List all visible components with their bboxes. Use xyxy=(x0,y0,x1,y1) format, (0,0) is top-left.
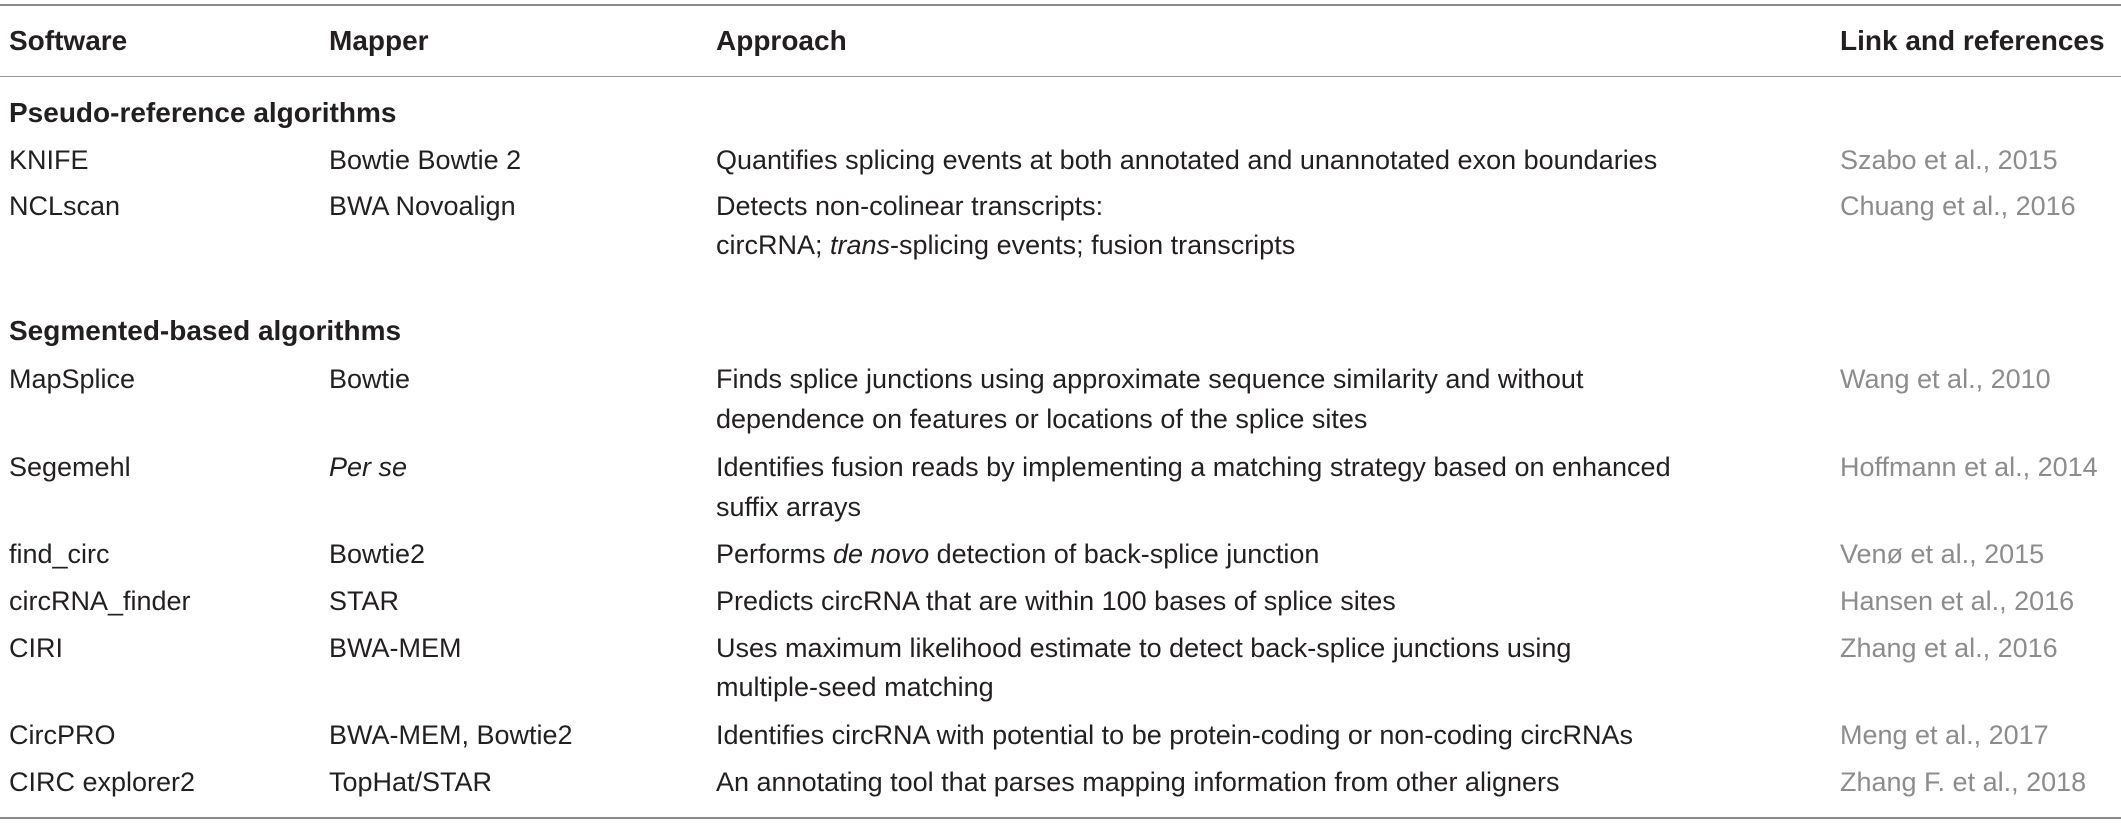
cell-approach: Quantifies splicing events at both annot… xyxy=(716,145,1658,175)
cell-approach-line2: circRNA; trans-splicing events; fusion t… xyxy=(716,230,1296,260)
table-bottom-rule xyxy=(0,817,2121,819)
cell-software: NCLscan xyxy=(9,191,121,221)
cell-mapper: Bowtie2 xyxy=(329,539,426,569)
cell-software: Segemehl xyxy=(9,452,131,482)
cell-mapper: TopHat/STAR xyxy=(329,767,493,797)
cell-approach: Predicts circRNA that are within 100 bas… xyxy=(716,586,1396,616)
cell-software: CIRC explorer2 xyxy=(9,767,196,797)
cell-software: KNIFE xyxy=(9,145,89,175)
cell-approach: Finds splice junctions using approximate… xyxy=(716,364,1584,394)
cell-approach: Identifies fusion reads by implementing … xyxy=(716,452,1671,482)
cell-mapper: BWA-MEM xyxy=(329,633,462,663)
cell-approach-line2: suffix arrays xyxy=(716,492,862,522)
cell-software: CircPRO xyxy=(9,720,116,750)
header-approach: Approach xyxy=(716,25,847,56)
cell-reference[interactable]: Wang et al., 2010 xyxy=(1840,364,2051,394)
cell-mapper: BWA-MEM, Bowtie2 xyxy=(329,720,573,750)
cell-approach-line2: multiple-seed matching xyxy=(716,672,994,702)
cell-mapper: Bowtie xyxy=(329,364,411,394)
header-rule xyxy=(0,76,2121,77)
cell-approach: Performs de novo detection of back-splic… xyxy=(716,539,1320,569)
cell-approach-line2: dependence on features or locations of t… xyxy=(716,404,1368,434)
section-title: Segmented-based algorithms xyxy=(9,315,402,346)
table-top-rule xyxy=(0,4,2121,6)
cell-mapper: Bowtie Bowtie 2 xyxy=(329,145,522,175)
cell-approach: Identifies circRNA with potential to be … xyxy=(716,720,1633,750)
cell-approach: Uses maximum likelihood estimate to dete… xyxy=(716,633,1572,663)
cell-mapper: STAR xyxy=(329,586,400,616)
section-title: Pseudo-reference algorithms xyxy=(9,97,397,128)
cell-reference[interactable]: Hoffmann et al., 2014 xyxy=(1840,452,2098,482)
cell-approach: An annotating tool that parses mapping i… xyxy=(716,767,1560,797)
cell-reference[interactable]: Zhang F. et al., 2018 xyxy=(1840,767,2087,797)
cell-software: MapSplice xyxy=(9,364,136,394)
cell-mapper: Per se xyxy=(329,452,408,482)
header-mapper: Mapper xyxy=(329,25,429,56)
cell-reference[interactable]: Venø et al., 2015 xyxy=(1840,539,2045,569)
cell-reference[interactable]: Meng et al., 2017 xyxy=(1840,720,2049,750)
cell-reference[interactable]: Szabo et al., 2015 xyxy=(1840,145,2058,175)
cell-reference[interactable]: Hansen et al., 2016 xyxy=(1840,586,2075,616)
header-software: Software xyxy=(9,25,128,56)
header-link: Link and references xyxy=(1840,25,2105,56)
cell-reference[interactable]: Chuang et al., 2016 xyxy=(1840,191,2076,221)
cell-mapper: BWA Novoalign xyxy=(329,191,516,221)
cell-software: CIRI xyxy=(9,633,63,663)
cell-software: circRNA_finder xyxy=(9,586,191,616)
cell-software: find_circ xyxy=(9,539,110,569)
cell-reference[interactable]: Zhang et al., 2016 xyxy=(1840,633,2058,663)
cell-approach: Detects non-colinear transcripts: xyxy=(716,191,1104,221)
